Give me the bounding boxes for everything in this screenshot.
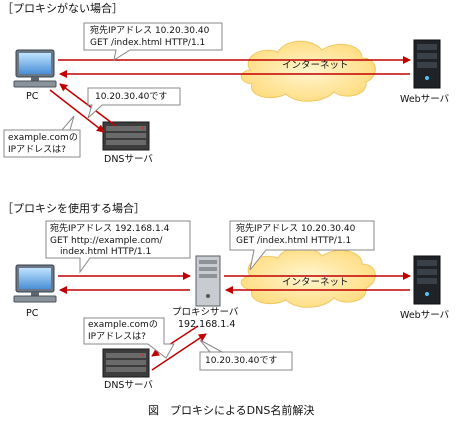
web-server-icon-top xyxy=(413,39,441,89)
pc-icon-top xyxy=(13,49,57,88)
pc-icon-bottom xyxy=(13,264,57,303)
callout-box-top-dns-query xyxy=(3,115,81,158)
internet-label-top: インターネット xyxy=(282,60,349,71)
callout-top-request-line2: GET /index.html HTTP/1.1 xyxy=(90,38,206,48)
pc-label-top: PC xyxy=(26,91,39,102)
dns-server-icon-bottom xyxy=(102,348,150,378)
callout-proxy-to-web-line2: GET /index.html HTTP/1.1 xyxy=(236,236,352,246)
callout-top-dns-query-line1: example.comの xyxy=(8,133,78,143)
callout-bottom-dns-query-line1: example.comの xyxy=(88,320,158,330)
callout-top-request-line1: 宛先IPアドレス 10.20.30.40 xyxy=(90,26,210,36)
section-title-with-proxy: ［プロキシを使用する場合］ xyxy=(2,202,145,215)
callout-pc-to-proxy-line2: GET http://example.com/ xyxy=(50,236,163,246)
callout-pc-to-proxy-line3: index.html HTTP/1.1 xyxy=(60,247,152,257)
arrow-pc-to-dns-top xyxy=(49,89,105,133)
internet-cloud-top xyxy=(240,40,376,102)
callout-top-dns-reply: 10.20.30.40です xyxy=(95,92,168,102)
internet-label-bottom: インターネット xyxy=(282,277,349,288)
dns-server-label-top: DNSサーバ xyxy=(104,154,153,165)
pc-label-bottom: PC xyxy=(26,308,39,319)
callout-box-bottom-dns-reply xyxy=(199,339,293,371)
proxy-server-label: プロキシサーバ xyxy=(172,307,239,318)
dns-server-label-bottom: DNSサーバ xyxy=(104,380,153,391)
web-server-label-top: Webサーバ xyxy=(400,94,450,105)
callout-box-pc-to-proxy xyxy=(45,220,191,274)
callout-box-top-request xyxy=(83,22,223,62)
callout-top-dns-query-line2: IPアドレスは? xyxy=(8,145,66,155)
callout-box-proxy-to-web xyxy=(229,220,375,271)
section-title-no-proxy: ［プロキシがない場合］ xyxy=(2,2,123,15)
arrow-dns-to-proxy xyxy=(151,333,207,371)
proxy-server-icon xyxy=(195,255,221,307)
callout-pc-to-proxy-line1: 宛先IPアドレス 192.168.1.4 xyxy=(50,224,170,234)
callout-box-top-dns-reply xyxy=(86,87,181,120)
callout-proxy-to-web-line1: 宛先IPアドレス 10.20.30.40 xyxy=(236,224,356,234)
callout-box-bottom-dns-query xyxy=(83,317,175,359)
web-server-label-bottom: Webサーバ xyxy=(400,310,450,321)
proxy-ip-label: 192.168.1.4 xyxy=(178,319,236,330)
dns-server-icon-top xyxy=(102,121,150,151)
figure-caption: 図 プロキシによるDNS名前解決 xyxy=(148,404,315,417)
web-server-icon-bottom xyxy=(413,255,441,305)
callout-bottom-dns-reply: 10.20.30.40です xyxy=(205,356,278,366)
callout-bottom-dns-query-line2: IPアドレスは? xyxy=(88,332,146,342)
